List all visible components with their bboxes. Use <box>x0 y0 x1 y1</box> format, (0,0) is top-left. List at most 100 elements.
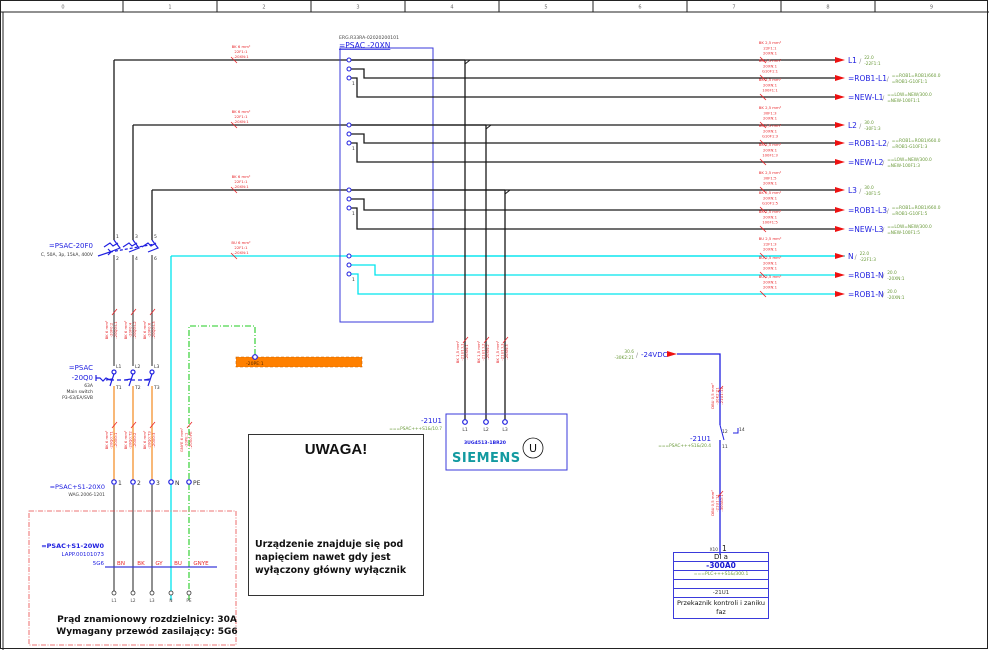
output-arrow-icon <box>835 122 845 128</box>
terminal-block-frame <box>339 47 434 323</box>
monitor-terminal-label: L1 <box>462 427 468 433</box>
terminal-point <box>346 196 352 202</box>
wire-label: 20XN:1 <box>763 285 778 290</box>
wire-label: BU 6 mm² <box>231 240 251 245</box>
u-symbol: U <box>529 442 537 455</box>
main-switch-rating: 63A <box>84 383 94 389</box>
monitor-terminal <box>483 419 489 425</box>
output-row: BK 2,5 mm²20XN:1G10F1:5=ROB1-L3/==ROB1=R… <box>346 190 941 217</box>
supply-terminal <box>111 479 117 485</box>
switch-terminal-top: L2 <box>135 364 141 370</box>
wire-label: 20XN:1 <box>763 82 778 87</box>
cross-ref-1: ==ROB1=ROB1/660.0 <box>892 138 941 144</box>
terminal-point <box>346 187 352 193</box>
cross-ref-1: 22.0 <box>864 55 874 61</box>
phase-monitor-box[interactable] <box>445 413 568 471</box>
header-col-4: 4 <box>450 5 453 11</box>
contact-terminal-12: 12 <box>722 429 728 435</box>
cable-core: BK <box>137 561 145 567</box>
breaker-terminal-top: 1 <box>116 234 119 240</box>
wire-label: 20XN:1 <box>763 214 778 219</box>
wire-label: -20XN:1 <box>464 344 469 360</box>
wire-tick <box>759 93 767 101</box>
vertical-wire-label: BK 6 mm²-20Q0:T3-20X0:3 <box>142 430 156 449</box>
output-arrow-icon <box>835 94 845 100</box>
wire-label: -21U1:L2 <box>481 343 486 361</box>
cross-ref-1: 20.0 <box>887 289 897 295</box>
bus-l3 <box>151 189 505 240</box>
output-wire <box>349 133 835 144</box>
wire-tick <box>759 186 767 194</box>
cross-ref-separator: / <box>882 292 885 299</box>
wire-label: BK 2,5 mm² <box>759 105 782 110</box>
terminal-point <box>346 122 352 128</box>
vertical-wire-label: DBU 0,5 mm²-21U1:11-300A0:1 <box>710 490 724 516</box>
supply-terminal-label: N <box>175 480 180 487</box>
phase-monitor-tag: -21U1 <box>421 417 442 425</box>
wire-label: BK 6 mm² <box>232 109 251 114</box>
wire-tick <box>759 74 767 82</box>
wire-label: BK 6 mm² <box>232 174 251 179</box>
header-col-2: 2 <box>262 5 265 11</box>
cross-ref-1: ==LOW=NEW/300.0 <box>887 92 932 98</box>
output-tag: =ROB1-L3 <box>848 206 887 215</box>
cross-ref-2: =NEW-100F1:1 <box>887 98 920 104</box>
output-tag: N <box>848 252 854 261</box>
warning-title: UWAGA! <box>304 441 368 458</box>
contact-ref: ===PSAC+++S1&/20.4 <box>658 443 711 449</box>
monitor-terminal-label: L2 <box>483 427 489 433</box>
switch-terminal-top: L3 <box>154 364 160 370</box>
pe-bar-label: -20PE:1 <box>246 361 264 367</box>
cross-ref-2: =ROB1-G10F1:5 <box>892 211 928 217</box>
wire-tick <box>759 225 767 233</box>
wire-label: 20XN:1 <box>763 51 778 56</box>
wire-label: BU 2,5 mm² <box>759 236 782 241</box>
output-arrow-icon <box>835 75 845 81</box>
main-switch-tag: =PSAC <box>69 364 93 372</box>
wire-label: DBU 0,5 mm² <box>710 383 715 409</box>
wire-label: BK 2,5 mm² <box>759 190 782 195</box>
wire-label: -20XN:2 <box>485 344 490 360</box>
wire-tick <box>230 252 238 260</box>
wire-label: -20Q0:L2 <box>132 321 137 339</box>
vertical-wire-label: BK 6 mm²-20Q0:T2-20X0:2 <box>123 430 137 449</box>
wire-tick <box>502 336 509 344</box>
vertical-wire-label: BK 1,5 mm²-21U1:L2-20XN:2 <box>476 340 490 363</box>
required-cable-note: Wymagany przewód zasilający: 5G6 <box>56 627 238 637</box>
control-circuit <box>677 353 739 555</box>
output-row: BU 2,5 mm²20XN:120XN:1=ROB1-N/20.0-20XN:… <box>346 255 905 282</box>
vertical-wire-label: BK 6 mm²-20F0:2-20Q0:L1 <box>104 320 118 339</box>
wire-label: BK 6 mm² <box>232 44 251 49</box>
output-tag: =NEW-L3 <box>848 225 884 234</box>
cross-ref-separator: / <box>882 160 885 167</box>
plc-input-label: DI a <box>674 553 768 562</box>
output-wire <box>349 207 835 230</box>
schematic-labels: ERG.R33RA-02020200101=PSAC -20XN=PSAC-20… <box>41 35 745 603</box>
cable-end-label: N <box>169 598 172 603</box>
cross-ref-separator: / <box>859 58 862 65</box>
breaker-spec: C, 50A, 3p, 15kA, 400V <box>41 252 94 258</box>
24v-ref-bottom: -30K2:21 <box>615 355 635 361</box>
cross-ref-separator: / <box>859 123 862 130</box>
plc-pin: 1 <box>722 544 727 553</box>
cross-ref-separator: / <box>887 76 890 83</box>
plc-input-block[interactable]: DI a -300A0 ===PLC+++S1&/300.1 -21U1 Prz… <box>673 552 769 619</box>
wire-label: -300A0:1 <box>719 494 724 512</box>
output-tag: L3 <box>848 186 857 195</box>
wire-label: 100F1:3 <box>762 153 778 158</box>
monitor-terminal <box>502 419 508 425</box>
supply-terminal-part: WAG.2006-1201 <box>68 492 105 498</box>
bus-wires <box>113 59 845 600</box>
wire-label: -20F0:2 <box>109 322 114 337</box>
cable-core: BU <box>174 561 182 567</box>
output-row: 1BK 2,5 mm²20XN:1100F1:5=NEW-L3/==LOW=NE… <box>346 205 932 236</box>
header-col-9: 9 <box>930 5 933 11</box>
cross-ref-1: 30.0 <box>864 185 874 191</box>
header-col-6: 6 <box>638 5 641 11</box>
wire-tick <box>111 421 118 429</box>
breaker-terminal-bottom: 4 <box>135 256 138 262</box>
wire-label: 22F1:1 <box>234 49 248 54</box>
cable-type: 5G6 <box>93 561 105 567</box>
